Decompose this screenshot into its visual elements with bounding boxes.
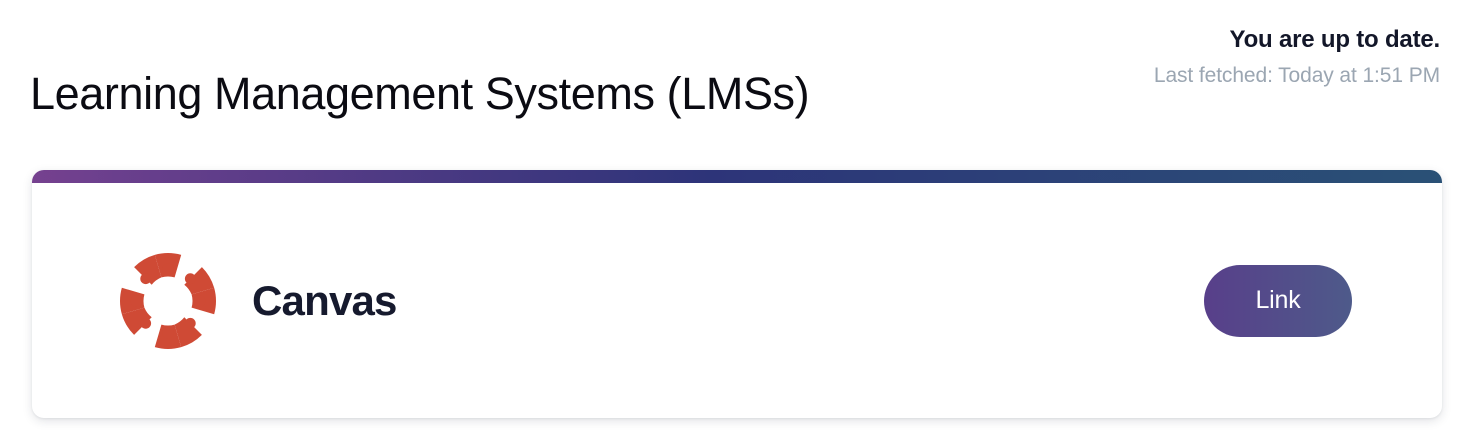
page-header: Learning Management Systems (LMSs) You a… [0, 0, 1472, 150]
sync-status-headline: You are up to date. [1229, 26, 1441, 53]
link-provider-button[interactable]: Link [1204, 264, 1352, 337]
provider-row: Canvas Link [32, 183, 1442, 418]
card-accent-bar [32, 170, 1442, 183]
sync-status: You are up to date. Last fetched: Today … [1154, 25, 1440, 89]
sync-status-last-fetched: Last fetched: Today at 1:51 PM [1153, 64, 1440, 87]
canvas-logo-icon [120, 252, 216, 349]
provider-name: Canvas [252, 276, 397, 324]
provider-identity: Canvas [118, 251, 397, 351]
card-body: Canvas Link [32, 183, 1442, 418]
page-title: Learning Management Systems (LMSs) [30, 68, 810, 120]
lms-provider-card: Canvas Link [32, 170, 1442, 418]
